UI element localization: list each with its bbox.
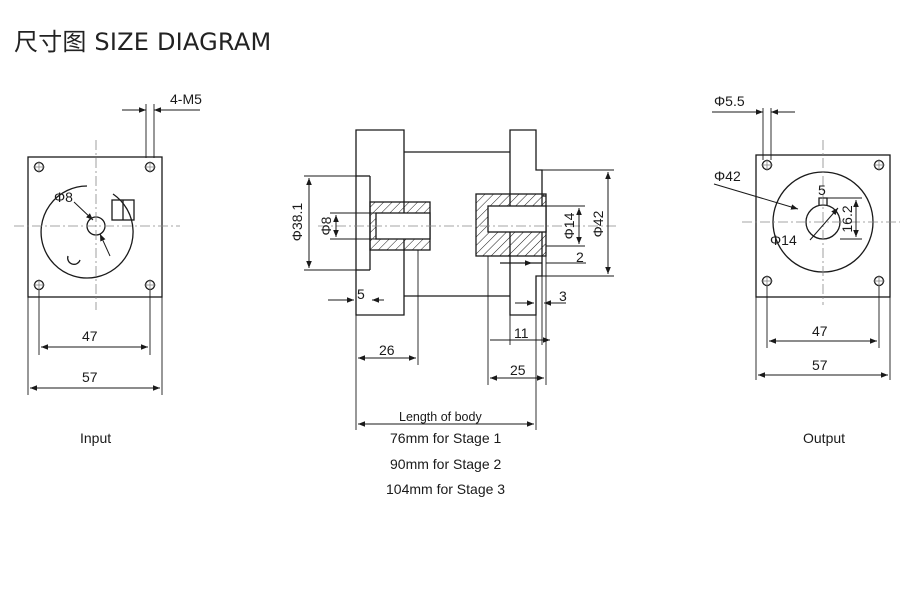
side-input-flange: [355, 129, 405, 316]
input-thread-callout: 4-M5: [170, 91, 202, 107]
side-out-shaft-dia: Φ14: [561, 212, 577, 239]
side-dim-2: 2: [576, 249, 584, 265]
side-dim-11: 11: [514, 325, 529, 341]
side-dim-3: 3: [559, 288, 567, 304]
output-key-height: 16.2: [839, 205, 855, 232]
input-texts: 4-M5 Φ8 47 57 Input: [54, 91, 202, 446]
output-texts: Φ5.5 Φ42 5 16.2 Φ14 47 57 Output: [714, 93, 855, 446]
stage-line-2: 90mm for Stage 2: [390, 456, 501, 472]
stage-line-1: 76mm for Stage 1: [390, 430, 501, 446]
side-dim-26: 26: [379, 342, 395, 358]
input-flange-outline: [27, 156, 163, 298]
side-dim-5: 5: [357, 286, 365, 302]
input-label: Input: [80, 430, 111, 446]
side-flange-dia: Φ42: [590, 210, 606, 237]
input-dim-57: 57: [82, 369, 98, 385]
output-dim-47: 47: [812, 323, 828, 339]
output-label: Output: [803, 430, 845, 446]
side-body-dia: Φ38.1: [289, 203, 305, 242]
input-bore-label: Φ8: [54, 189, 73, 205]
input-pilot-circle: [40, 185, 134, 279]
side-dim-25: 25: [510, 362, 526, 378]
input-dim-47: 47: [82, 328, 98, 344]
input-mount-holes: [33, 161, 156, 291]
output-dim-57: 57: [812, 357, 828, 373]
side-shaft-dia: Φ8: [318, 216, 334, 235]
output-key-width: 5: [818, 182, 826, 198]
output-shaft-dia: Φ14: [770, 232, 797, 248]
output-hole-dia: Φ5.5: [714, 93, 745, 109]
side-view: [304, 129, 618, 430]
side-texts: Φ38.1 Φ8 Φ14 Φ42 2 5 3 11 26 25 Length o…: [289, 203, 606, 497]
output-mount-holes: [761, 159, 885, 287]
stage-line-3: 104mm for Stage 3: [386, 481, 505, 497]
body-length-label: Length of body: [399, 410, 482, 424]
output-pilot-dia: Φ42: [714, 168, 741, 184]
page-title: 尺寸图 SIZE DIAGRAM: [14, 28, 272, 56]
output-view: [712, 108, 900, 380]
input-view: [14, 104, 200, 395]
